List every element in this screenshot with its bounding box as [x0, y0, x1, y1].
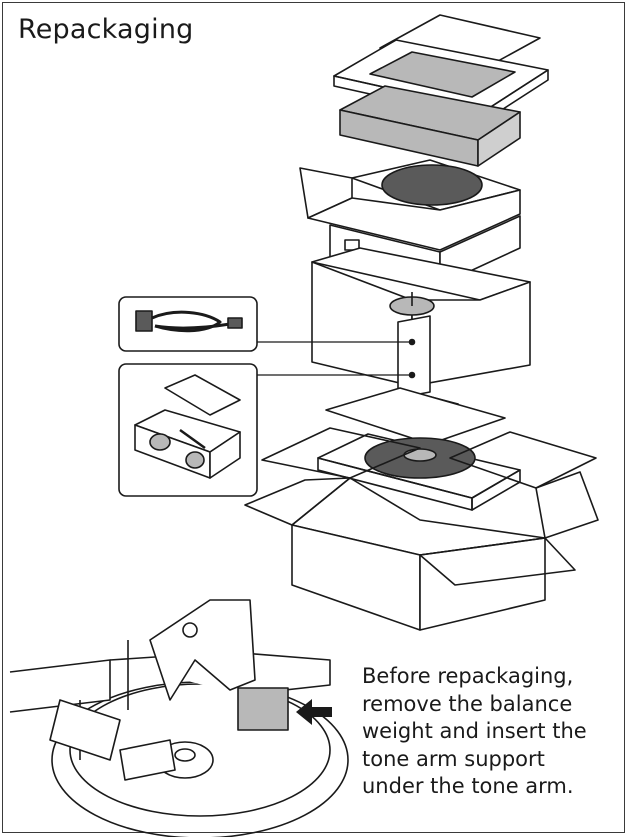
main-box [311, 247, 531, 399]
arrow-right-icon [296, 699, 332, 725]
cable-callout [118, 296, 412, 352]
middle-sheet [325, 387, 506, 445]
instruction-note: Before repackaging, remove the balance w… [362, 663, 624, 801]
note-line: weight and insert the [362, 719, 587, 743]
top-foam-frame [333, 39, 549, 121]
page-title: Repackaging [18, 14, 194, 45]
tone-arm-detail [9, 599, 349, 837]
platter-disc [381, 164, 483, 206]
note-line: under the tone arm. [362, 774, 574, 798]
note-line: remove the balance [362, 691, 573, 716]
tone-arm-slot [397, 315, 431, 399]
note-line: tone arm support [362, 746, 545, 771]
top-tray [339, 85, 521, 167]
note-line: Before repackaging, [362, 664, 574, 688]
accessory-box-callout [118, 363, 412, 497]
tone-arm-support [237, 687, 289, 731]
outer-carton [244, 427, 599, 631]
